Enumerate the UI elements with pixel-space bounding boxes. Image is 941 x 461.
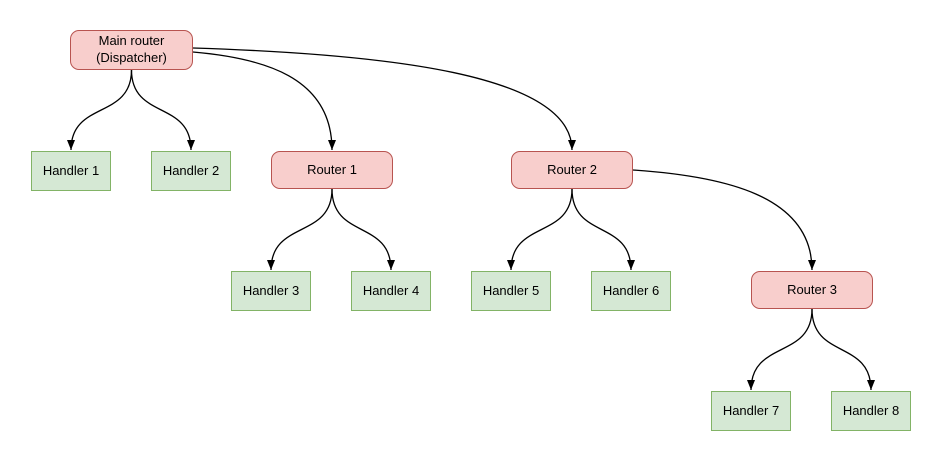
node-r3[interactable]: Router 3 — [751, 271, 873, 309]
node-h2[interactable]: Handler 2 — [151, 151, 231, 191]
node-label: Handler 6 — [602, 282, 660, 298]
node-h3[interactable]: Handler 3 — [231, 271, 311, 311]
edge-r2-h6 — [571, 188, 635, 271]
node-h8[interactable]: Handler 8 — [831, 391, 911, 431]
edge-main-h2 — [130, 69, 195, 151]
edge-r3-h8 — [811, 308, 875, 391]
node-label: Handler 3 — [242, 282, 300, 298]
node-label: Handler 4 — [362, 282, 420, 298]
edge-r1-h4 — [331, 188, 395, 271]
node-label: Router 2 — [547, 161, 597, 177]
node-h6[interactable]: Handler 6 — [591, 271, 671, 311]
node-label: Main router (Dispatcher) — [96, 33, 167, 65]
node-label: Handler 1 — [42, 162, 100, 178]
edge-r3-h7 — [747, 308, 813, 391]
edge-r2-h5 — [507, 188, 573, 271]
node-label: Router 3 — [787, 281, 837, 297]
node-label: Handler 7 — [722, 402, 780, 418]
node-h5[interactable]: Handler 5 — [471, 271, 551, 311]
node-label: Handler 8 — [842, 402, 900, 418]
edge-main-h1 — [67, 69, 133, 151]
edge-main-r2 — [192, 47, 576, 151]
edge-r1-h3 — [267, 188, 333, 271]
node-h1[interactable]: Handler 1 — [31, 151, 111, 191]
node-label: Handler 5 — [482, 282, 540, 298]
edge-main-r1 — [192, 51, 336, 151]
edge-r2-r3 — [632, 169, 816, 271]
node-label: Handler 2 — [162, 162, 220, 178]
node-r1[interactable]: Router 1 — [271, 151, 393, 189]
node-h4[interactable]: Handler 4 — [351, 271, 431, 311]
node-r2[interactable]: Router 2 — [511, 151, 633, 189]
node-label: Router 1 — [307, 161, 357, 177]
node-h7[interactable]: Handler 7 — [711, 391, 791, 431]
node-main[interactable]: Main router (Dispatcher) — [70, 30, 193, 70]
